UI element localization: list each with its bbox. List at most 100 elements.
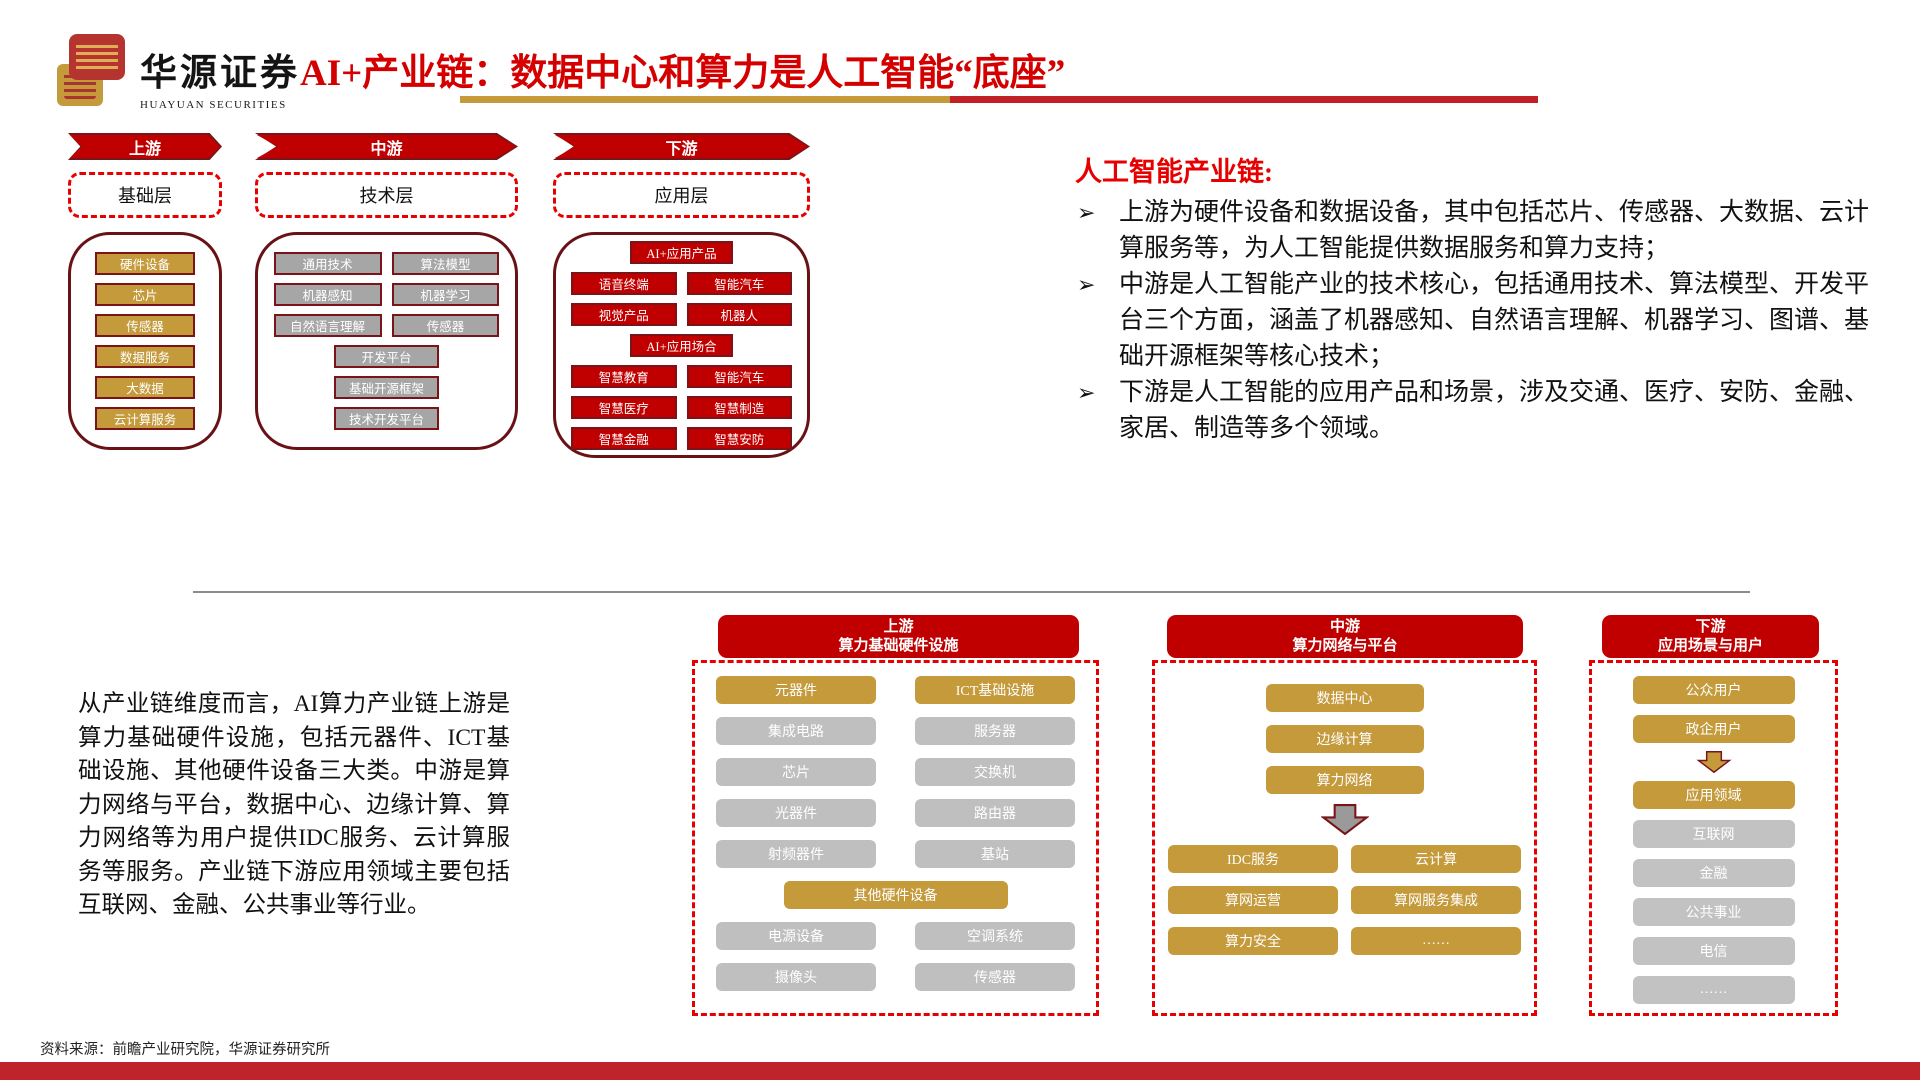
chain-box: 数据中心	[1265, 684, 1424, 712]
chain-row: ……	[1592, 976, 1835, 1004]
chain-box: AI+应用产品	[630, 240, 733, 264]
chain-box: 摄像头	[716, 963, 876, 991]
chain-box: 电信	[1632, 937, 1795, 965]
section-divider	[193, 591, 1750, 593]
chain-box: 智能汽车	[686, 364, 792, 388]
chain-box: 应用领域	[1632, 781, 1795, 809]
downstream-arrow-banner: 下游	[553, 133, 810, 160]
bullet-arrow-icon: ➢	[1077, 272, 1096, 297]
title-underline-red	[950, 96, 1538, 103]
chain-box: 智能汽车	[686, 271, 792, 295]
chain-box: 自然语言理解	[273, 314, 382, 337]
chain-box: 射频器件	[716, 840, 876, 868]
chain-row: 智慧医疗智慧制造	[556, 395, 807, 419]
chain-box: 芯片	[94, 283, 196, 306]
chain-row: 硬件设备	[71, 252, 219, 275]
logo-text: 华源证券 HUAYUAN SECURITIES	[140, 42, 340, 111]
arrow-banner-fill	[257, 135, 516, 158]
source-note: 资料来源：前瞻产业研究院，华源证券研究所	[40, 1042, 330, 1058]
logo-company-name: 华源证券	[140, 53, 300, 94]
bottom-header-line2: 算力基础硬件设施	[838, 637, 959, 654]
chain-box: 政企用户	[1632, 715, 1795, 743]
chain-box: AI+应用场合	[630, 333, 733, 357]
bullet-text: 下游是人工智能的应用产品和场景，涉及交通、医疗、安防、金融、家居、制造等多个领域…	[1119, 379, 1870, 442]
logo-company-name-en: HUAYUAN SECURITIES	[140, 99, 287, 111]
chain-row: 通用技术算法模型	[258, 252, 515, 275]
chain-row: 开发平台	[258, 345, 515, 368]
chain-box: 算力安全	[1168, 927, 1338, 955]
chain-box: 基站	[915, 840, 1075, 868]
chain-box: 智慧制造	[686, 395, 792, 419]
chain-box: 机器学习	[391, 283, 500, 306]
chain-row: 视觉产品机器人	[556, 302, 807, 326]
midstream-arrow-banner: 中游	[255, 133, 518, 160]
chain-row: 技术开发平台	[258, 407, 515, 430]
layer-label-box: 技术层	[255, 172, 518, 218]
chain-box: 智慧安防	[686, 426, 792, 450]
chain-row: 公众用户	[1592, 676, 1835, 704]
chain-box: 服务器	[915, 717, 1075, 745]
bullet-arrow-icon: ➢	[1077, 380, 1096, 405]
bottom-header-line1: 下游	[1695, 618, 1726, 635]
layer-label-box: 应用层	[553, 172, 810, 218]
chain-box: 基础开源框架	[333, 376, 440, 399]
chain-row: 公共事业	[1592, 898, 1835, 926]
chain-row: AI+应用产品	[556, 240, 807, 264]
ai-chain-bullets: ➢上游为硬件设备和数据设备，其中包括芯片、传感器、大数据、云计算服务等，为人工智…	[1075, 195, 1883, 447]
chain-row: 集成电路服务器	[695, 717, 1096, 745]
chain-box: 电源设备	[716, 922, 876, 950]
chain-row: 金融	[1592, 859, 1835, 887]
chain-box: 元器件	[716, 676, 876, 704]
chain-box: 技术开发平台	[333, 407, 440, 430]
chain-box: 光器件	[716, 799, 876, 827]
bottom-header-line1: 上游	[883, 618, 914, 635]
commentary-heading: 人工智能产业链:	[1075, 157, 1273, 187]
chain-row: 电源设备空调系统	[695, 922, 1096, 950]
chain-row: 云计算服务	[71, 407, 219, 430]
top-chain-items-0: 硬件设备芯片传感器数据服务大数据云计算服务	[68, 232, 222, 450]
chain-row: 政企用户	[1592, 715, 1835, 743]
arrow-banner-label: 下游	[665, 140, 698, 158]
chain-box: 硬件设备	[94, 252, 196, 275]
chain-row: 光器件 路由器	[695, 799, 1096, 827]
chain-row: 智慧教育智能汽车	[556, 364, 807, 388]
bottom-header-downstream: 下游 应用场景与用户	[1602, 615, 1819, 658]
ai-chain-commentary: 人工智能产业链: ➢上游为硬件设备和数据设备，其中包括芯片、传感器、大数据、云计…	[1075, 150, 1883, 447]
top-chain-column-midstream: 中游 技术层 通用技术算法模型机器感知机器学习自然语言理解传感器开发平台基础开源…	[255, 133, 518, 450]
chain-row: 自然语言理解传感器	[258, 314, 515, 337]
arrow-banner-label: 上游	[128, 140, 161, 158]
chain-box: 算网服务集成	[1351, 886, 1521, 914]
computing-chain-paragraph: 从产业链维度而言，AI算力产业链上游是算力基础硬件设施，包括元器件、ICT基础设…	[78, 691, 510, 918]
chain-row: 大数据	[71, 376, 219, 399]
chain-row: 芯片	[71, 283, 219, 306]
arrow-banner-label: 中游	[370, 140, 403, 158]
chain-box: 机器感知	[273, 283, 382, 306]
chain-row: 传感器	[71, 314, 219, 337]
chain-box: 边缘计算	[1265, 725, 1424, 753]
chain-box: 数据服务	[94, 345, 196, 368]
chain-row: 电信	[1592, 937, 1835, 965]
bottom-chain-items-2: 公众用户政企用户 应用领域互联网金融公共事业电信 ……	[1592, 663, 1835, 1004]
chain-row: 算力网络	[1155, 766, 1534, 794]
bottom-header-line1: 中游	[1329, 618, 1360, 635]
chain-box: 视觉产品	[571, 302, 677, 326]
chain-row: 算力安全 ……	[1155, 927, 1534, 955]
chain-box: 公共事业	[1632, 898, 1795, 926]
arrow-banner-fill	[70, 135, 220, 158]
chain-row: 算网运营算网服务集成	[1155, 886, 1534, 914]
huayuan-logo-seal-icon	[57, 34, 127, 106]
chain-box: 路由器	[915, 799, 1075, 827]
chain-box: 开发平台	[333, 345, 440, 368]
chain-box: 语音终端	[571, 271, 677, 295]
chain-box: 算法模型	[391, 252, 500, 275]
chain-box: ……	[1351, 927, 1521, 955]
chain-row: 互联网	[1592, 820, 1835, 848]
chain-row: 语音终端智能汽车	[556, 271, 807, 295]
upstream-arrow-banner: 上游	[68, 133, 222, 160]
chain-box: 云计算服务	[94, 407, 196, 430]
page-title: AI+产业链：数据中心和算力是人工智能“底座”	[300, 53, 1066, 94]
bullet-text: 中游是人工智能产业的技术核心，包括通用技术、算法模型、开发平台三个方面，涵盖了机…	[1119, 271, 1870, 370]
